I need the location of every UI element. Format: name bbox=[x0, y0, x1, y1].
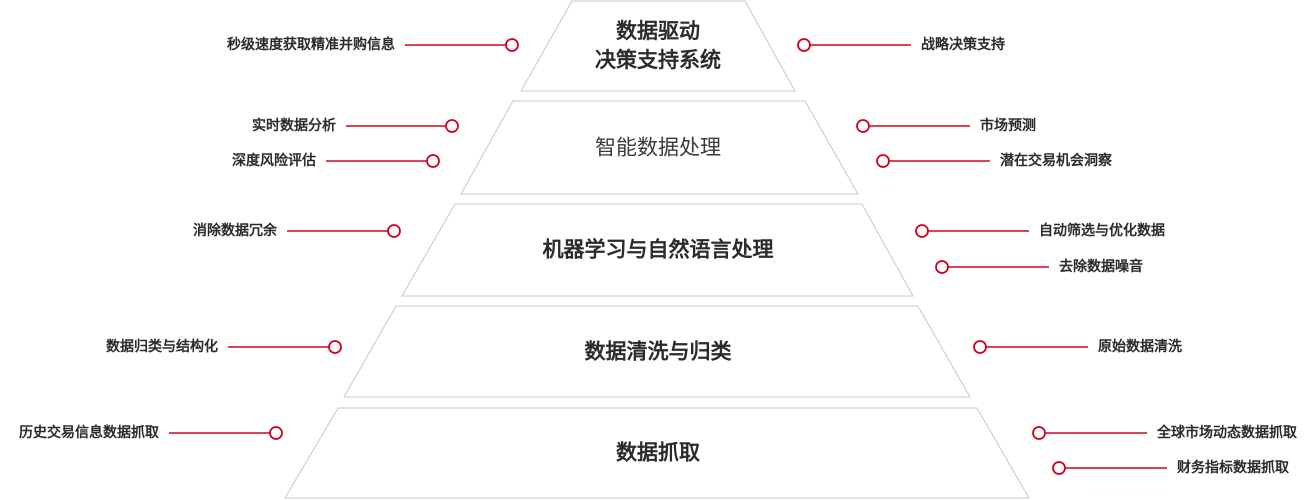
tier-5-label: 数据抓取 bbox=[616, 440, 700, 465]
left-annotation-1: 秒级速度获取精准并购信息 bbox=[227, 37, 395, 53]
left-annotation-2: 实时数据分析 bbox=[252, 118, 336, 134]
tier-2-label: 智能数据处理 bbox=[595, 135, 721, 160]
right-annotation-2: 市场预测 bbox=[980, 118, 1036, 134]
tier-1-label: 数据驱动 决策支持系统 bbox=[595, 19, 721, 72]
left-annotation-3: 深度风险评估 bbox=[232, 153, 316, 169]
right-annotation-7: 全球市场动态数据抓取 bbox=[1157, 425, 1297, 441]
left-annotation-6: 历史交易信息数据抓取 bbox=[19, 425, 159, 441]
connector-dot bbox=[1052, 461, 1066, 475]
left-annotation-5: 数据归类与结构化 bbox=[106, 339, 218, 355]
right-annotation-4: 自动筛选与优化数据 bbox=[1039, 223, 1165, 239]
connector-dot bbox=[856, 119, 870, 133]
connector-dot bbox=[1032, 426, 1046, 440]
right-annotation-8: 财务指标数据抓取 bbox=[1177, 460, 1289, 476]
connector-dot bbox=[269, 426, 283, 440]
connector-dot bbox=[915, 224, 929, 238]
connector-dot bbox=[935, 260, 949, 274]
connector-dot bbox=[445, 119, 459, 133]
right-annotation-1: 战略决策支持 bbox=[921, 37, 1005, 53]
connector-dot bbox=[426, 154, 440, 168]
connector-lines bbox=[169, 38, 1167, 475]
left-annotation-4: 消除数据冗余 bbox=[193, 223, 277, 239]
connector-dot bbox=[797, 38, 811, 52]
connector-dot bbox=[876, 154, 890, 168]
tier-shape-4 bbox=[343, 305, 971, 398]
right-annotation-6: 原始数据清洗 bbox=[1098, 339, 1182, 355]
tier-shape-1 bbox=[520, 0, 796, 92]
right-annotation-3: 潜在交易机会洞察 bbox=[1000, 153, 1112, 169]
tier-shape-3 bbox=[401, 203, 914, 297]
connector-dot bbox=[505, 38, 519, 52]
connector-dot bbox=[387, 224, 401, 238]
connector-dot bbox=[328, 340, 342, 354]
tier-3-label: 机器学习与自然语言处理 bbox=[542, 237, 774, 262]
right-annotation-5: 去除数据噪音 bbox=[1059, 259, 1143, 275]
connector-dot bbox=[973, 340, 987, 354]
tier-4-label: 数据清洗与归类 bbox=[584, 339, 732, 364]
tier-shape-5 bbox=[284, 407, 1030, 499]
tier-shape-2 bbox=[460, 100, 859, 195]
